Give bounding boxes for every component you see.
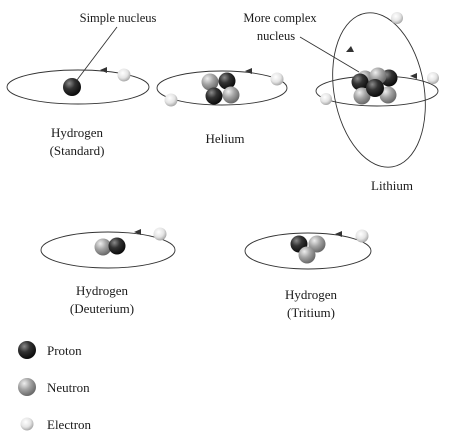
atom-name: Lithium	[371, 178, 413, 193]
electron	[153, 227, 167, 241]
orbit	[40, 231, 176, 269]
proton	[366, 79, 384, 97]
legend-label: Electron	[47, 417, 92, 432]
proton-icon	[18, 341, 36, 359]
neutron	[94, 238, 112, 256]
electron	[270, 72, 284, 86]
annotation-complex-nucleus: More complex nucleus	[243, 11, 360, 73]
legend-label: Neutron	[47, 380, 90, 395]
legend-item-proton: Proton	[18, 341, 82, 359]
electron-icon	[20, 417, 34, 431]
neutron	[308, 235, 326, 253]
legend: Proton Neutron Electron	[18, 341, 92, 432]
leader-line	[299, 36, 360, 73]
legend-item-neutron: Neutron	[18, 378, 90, 396]
atom-name: Hydrogen	[76, 283, 128, 298]
electron	[320, 93, 332, 105]
orbit-arrow-icon	[100, 67, 107, 73]
electron	[164, 93, 178, 107]
neutron-icon	[18, 378, 36, 396]
orbit	[6, 69, 150, 105]
neutron	[353, 87, 371, 105]
atom-helium: Helium	[156, 68, 288, 146]
atom-hydrogen-tritium: Hydrogen (Tritium)	[244, 229, 372, 320]
annotation-label: Simple nucleus	[80, 11, 157, 25]
atom-lithium: Lithium	[315, 12, 439, 193]
legend-item-electron: Electron	[20, 417, 92, 432]
orbit-arrow-icon	[134, 229, 141, 235]
electron	[427, 72, 439, 84]
neutron	[379, 86, 397, 104]
electron	[391, 12, 403, 24]
annotation-label-line2: nucleus	[257, 29, 295, 43]
orbit-arrow-icon	[346, 46, 354, 52]
proton	[351, 73, 369, 91]
atom-name: Helium	[206, 131, 245, 146]
atom-hydrogen-standard: Hydrogen (Standard)	[6, 67, 150, 158]
neutron	[298, 246, 316, 264]
orbit	[156, 70, 288, 106]
atom-variant: (Standard)	[50, 143, 105, 158]
atom-variant: (Tritium)	[287, 305, 335, 320]
proton	[218, 72, 236, 90]
orbit-tilted	[332, 12, 426, 168]
atom-name: Hydrogen	[51, 125, 103, 140]
orbit-arrow-icon	[245, 68, 252, 74]
proton	[108, 237, 126, 255]
legend-label: Proton	[47, 343, 82, 358]
annotation-label-line1: More complex	[243, 11, 317, 25]
electron	[117, 68, 131, 82]
orbit-arrow-icon	[410, 73, 417, 79]
proton	[205, 87, 223, 105]
orbit	[244, 232, 372, 270]
proton	[63, 78, 81, 96]
orbit-arrow-icon	[335, 231, 342, 237]
atom-name: Hydrogen	[285, 287, 337, 302]
electron	[355, 229, 369, 243]
leader-line	[76, 26, 118, 81]
neutron	[201, 73, 219, 91]
neutron	[222, 86, 240, 104]
annotation-simple-nucleus: Simple nucleus	[76, 11, 157, 81]
atom-hydrogen-deuterium: Hydrogen (Deuterium)	[40, 227, 176, 316]
atom-variant: (Deuterium)	[70, 301, 134, 316]
